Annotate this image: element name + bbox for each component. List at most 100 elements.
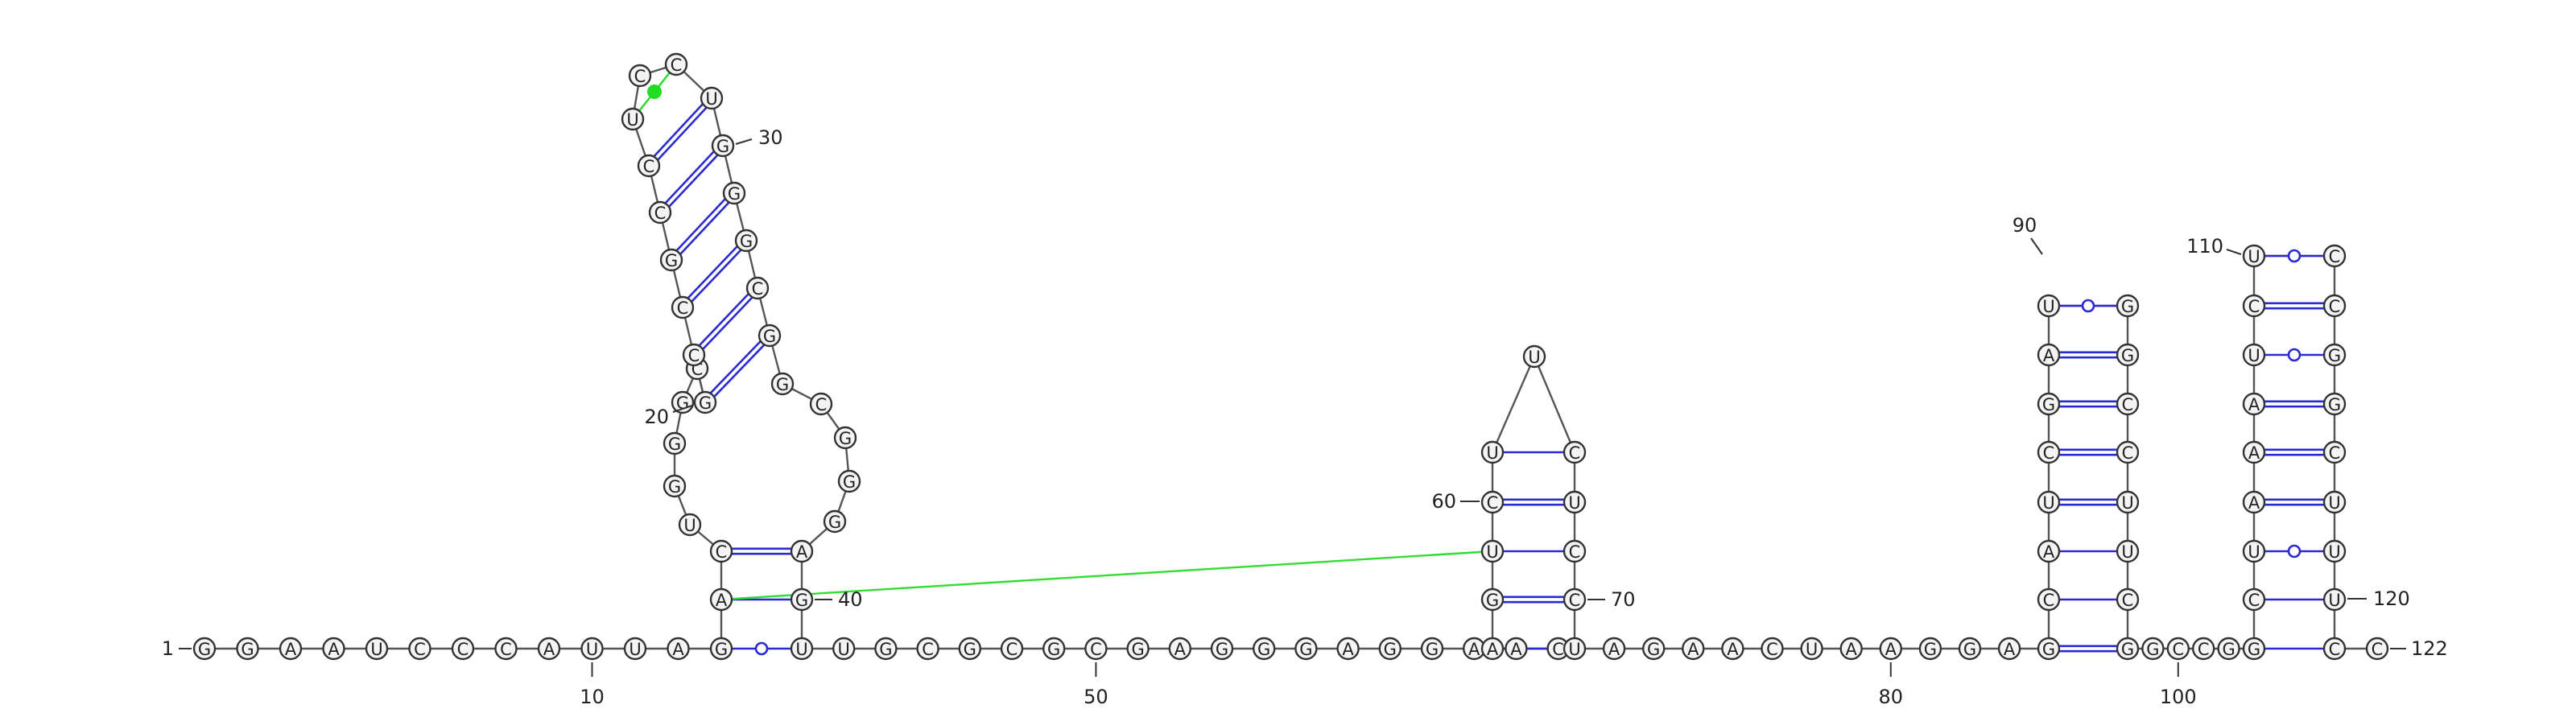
base-pair	[2059, 645, 2117, 653]
nucleotide-letter: U	[2328, 493, 2340, 513]
nucleotide-circle	[1126, 637, 1150, 661]
position-label-120: 120	[2373, 587, 2410, 610]
base-pair	[687, 245, 742, 303]
nucleotide-letter: C	[2122, 395, 2134, 414]
nucleotide-77: C	[1761, 637, 1784, 661]
nucleotide-letter: C	[2329, 297, 2341, 316]
nucleotide-40: G	[823, 509, 847, 534]
nucleotide-36: G	[770, 372, 795, 396]
nucleotide-105: C	[2242, 587, 2266, 612]
nucleotide-letter: C	[500, 640, 512, 659]
nucleotide-6: C	[408, 637, 431, 661]
nucleotide-circle	[2242, 637, 2266, 661]
nucleotide-circle	[2322, 294, 2347, 318]
nucleotide-18: G	[663, 431, 687, 455]
nucleotide-letter: C	[2372, 640, 2384, 659]
base-pair	[2059, 448, 2117, 456]
nucleotide-29: C	[664, 52, 688, 76]
nucleotide-circle	[2037, 539, 2061, 563]
nucleotide-letter: G	[1647, 640, 1660, 659]
nucleotide-circle	[2166, 637, 2190, 661]
nucleotide-64: U	[1480, 539, 1505, 563]
nucleotide-circle	[790, 637, 814, 661]
nucleotide-49: G	[1042, 637, 1066, 661]
nucleotide-letter: U	[1568, 493, 1580, 513]
base-pair	[1503, 596, 1564, 604]
nucleotide-88: C	[2037, 440, 2061, 464]
position-label-90: 90	[2013, 214, 2037, 237]
nucleotide-circle	[693, 390, 717, 414]
nucleotide-circle	[2242, 587, 2266, 612]
nucleotide-letter: G	[1047, 640, 1060, 659]
nucleotide-13: G	[709, 637, 733, 661]
nucleotide-letter: C	[2248, 297, 2260, 316]
nucleotide-54: G	[1252, 637, 1276, 661]
nucleotide-letter: A	[1510, 640, 1522, 659]
nucleotide-circle	[2116, 392, 2140, 416]
nucleotide-letter: G	[1299, 640, 1312, 659]
nucleotide-55: G	[1294, 637, 1318, 661]
nucleotide-circle	[2322, 244, 2347, 268]
base-pair-line	[702, 296, 753, 350]
position-tick	[672, 405, 693, 413]
nucleotide-51: G	[1126, 637, 1150, 661]
nucleotide-letter: G	[964, 640, 976, 659]
nucleotide-circle	[770, 372, 795, 396]
nucleotide-87: U	[2037, 490, 2061, 514]
nucleotide-83: A	[1997, 637, 2021, 661]
base-pair	[2264, 348, 2324, 362]
nucleotide-letter: C	[1552, 640, 1564, 659]
position-label-10: 10	[580, 686, 605, 708]
nucleotide-78: U	[1800, 637, 1823, 661]
nucleotide-circle	[1563, 637, 1587, 661]
nucleotide-circle	[2322, 490, 2347, 514]
nucleotide-letter: C	[2043, 443, 2055, 463]
nucleotide-letter: C	[2329, 247, 2341, 266]
nucleotide-letter: G	[828, 513, 841, 532]
nucleotide-letter: G	[879, 640, 892, 659]
nucleotide-117: C	[2322, 440, 2347, 464]
nucleotide-38: G	[833, 426, 857, 450]
nucleotide-letter: C	[1006, 640, 1018, 659]
nucleotide-22: C	[682, 343, 706, 367]
nucleotide-8: C	[494, 637, 518, 661]
nucleotide-98: C	[2116, 587, 2140, 612]
nucleotide-121: C	[2322, 637, 2347, 661]
position-label-30: 30	[758, 126, 783, 149]
nucleotide-80: A	[1879, 637, 1903, 661]
nucleotide-37: C	[809, 392, 833, 416]
nucleotide-circle	[2037, 440, 2061, 464]
nucleotide-letter: A	[2043, 346, 2055, 365]
nucleotide-letter: U	[2328, 591, 2340, 610]
nucleotide-118: U	[2322, 490, 2347, 514]
nucleotide-circle	[2037, 343, 2061, 367]
nucleotide-circle	[628, 64, 652, 88]
nucleotide-letter: C	[643, 157, 655, 176]
nucleotide-circle	[279, 637, 303, 661]
nucleotide-letter: C	[922, 640, 934, 659]
nucleotide-12: A	[667, 637, 690, 661]
nucleotide-circle	[2242, 244, 2266, 268]
nucleotide-letter: C	[1569, 542, 1581, 562]
nucleotide-circle	[1879, 637, 1903, 661]
nucleotide-letter: U	[2248, 542, 2260, 562]
nucleotide-circle	[2116, 343, 2140, 367]
nucleotide-letter: U	[1806, 640, 1818, 659]
nucleotide-circle	[1420, 637, 1444, 661]
nucleotide-circle	[2141, 637, 2165, 661]
nucleotide-circle	[1168, 637, 1192, 661]
nucleotide-74: G	[1641, 637, 1666, 661]
position-label-1: 1	[162, 637, 174, 660]
nucleotide-letter: A	[1846, 640, 1858, 659]
nucleotide-9: A	[537, 637, 561, 661]
nucleotide-57: G	[1378, 637, 1402, 661]
nucleotide-letter: U	[1486, 443, 1498, 463]
nucleotide-24: G	[659, 248, 683, 272]
nucleotide-letter: G	[2121, 640, 2134, 659]
nucleotide-circle	[1252, 637, 1276, 661]
nucleotide-letter: G	[2042, 640, 2055, 659]
nucleotide-7: C	[451, 637, 475, 661]
nucleotide-letter: U	[2121, 493, 2133, 513]
nucleotide-95: C	[2116, 440, 2140, 464]
